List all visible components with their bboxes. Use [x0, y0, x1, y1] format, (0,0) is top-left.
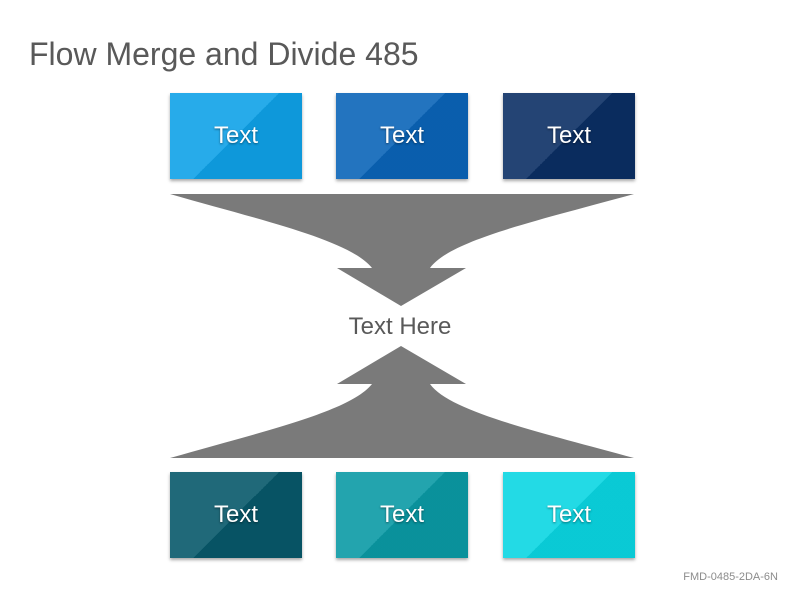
box-sheen [170, 93, 302, 179]
bottom-box-1-label: Text [213, 501, 258, 528]
box-sheen [503, 472, 635, 558]
box-sheen [503, 93, 635, 179]
box-sheen [170, 472, 302, 558]
merge-arrow [170, 194, 634, 306]
footer-code: FMD-0485-2DA-6N [683, 571, 778, 583]
box-sheen [336, 472, 468, 558]
center-label: Text Here [348, 313, 452, 340]
bottom-box-3-label: Text [546, 501, 591, 528]
box-sheen [336, 93, 468, 179]
top-box-3: Text [503, 93, 635, 179]
top-box-2: Text [336, 93, 468, 179]
divide-arrow [170, 346, 634, 458]
top-box-2-label: Text [379, 122, 424, 149]
top-box-3-label: Text [546, 122, 591, 149]
bottom-box-2-label: Text [379, 501, 424, 528]
top-box-1-label: Text [213, 122, 258, 149]
page-title: Flow Merge and Divide 485 [29, 36, 419, 72]
bottom-box-2: Text [336, 472, 468, 558]
top-box-1: Text [170, 93, 302, 179]
bottom-box-3: Text [503, 472, 635, 558]
bottom-box-1: Text [170, 472, 302, 558]
